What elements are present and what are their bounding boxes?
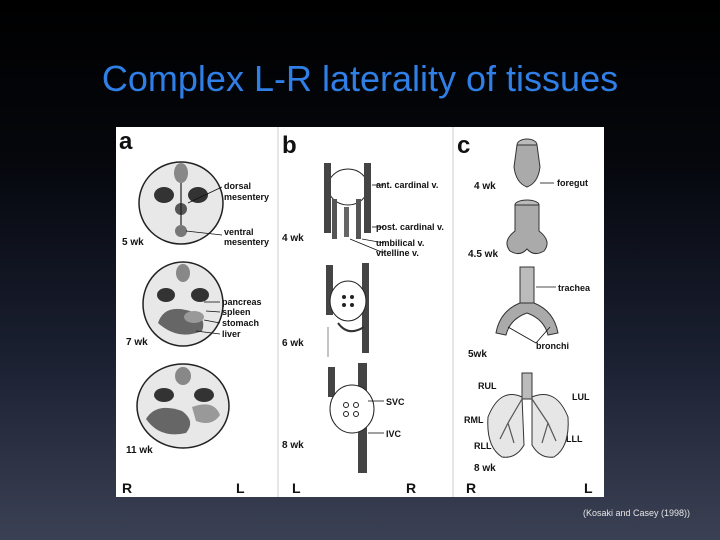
figure-svg: a dorsal mesentery ventral mesentery 5 w… <box>119 127 593 497</box>
label-dorsal: dorsal <box>224 181 251 191</box>
slide-title: Complex L-R laterality of tissues <box>101 58 619 99</box>
label-stomach: stomach <box>222 318 259 328</box>
label-post-cardinal: post. cardinal v. <box>376 222 444 232</box>
panel-a-letter: a <box>119 128 133 155</box>
label-rml: RML <box>464 415 484 425</box>
panel-a-section-7wk <box>142 261 224 347</box>
label-spleen: spleen <box>222 307 251 317</box>
label-bronchi: bronchi <box>536 341 569 351</box>
week-b-6: 6 wk <box>282 338 304 349</box>
week-b-4: 4 wk <box>282 233 304 244</box>
label-svc: SVC <box>386 397 405 407</box>
panel-b-R: R <box>406 480 416 496</box>
week-c-5: 5wk <box>468 349 487 360</box>
panel-c-letter: c <box>457 132 470 159</box>
label-foregut: foregut <box>557 178 588 188</box>
laterality-figure: a dorsal mesentery ventral mesentery 5 w… <box>116 127 604 497</box>
panel-a-R: R <box>122 480 132 496</box>
panel-b-letter: b <box>282 132 297 159</box>
label-lll: LLL <box>566 434 583 444</box>
label-rll: RLL <box>474 441 492 451</box>
week-a-11: 11 wk <box>126 445 153 456</box>
label-liver: liver <box>222 329 241 339</box>
week-b-8: 8 wk <box>282 440 304 451</box>
panel-b-veins-8wk <box>328 363 384 473</box>
label-umbilical: umbilical v. <box>376 238 424 248</box>
label-ivc: IVC <box>386 429 402 439</box>
panel-c-trachea-5wk <box>495 266 559 344</box>
label-ant-cardinal: ant. cardinal v. <box>376 180 438 190</box>
panel-c-bud-4-5wk <box>506 199 548 255</box>
week-c-4-5: 4.5 wk <box>468 249 498 260</box>
week-a-5: 5 wk <box>122 237 144 248</box>
label-mesentery: mesentery <box>224 192 269 202</box>
label-ventral: ventral <box>224 227 254 237</box>
panel-c-foregut-4wk <box>513 138 554 188</box>
label-vitelline: vitelline v. <box>376 248 419 258</box>
panel-a-L: L <box>236 480 245 496</box>
citation: (Kosaki and Casey (1998)) <box>583 508 691 518</box>
label-trachea: trachea <box>558 283 591 293</box>
label-lul: LUL <box>572 392 590 402</box>
panel-b-L: L <box>292 480 301 496</box>
panel-b-veins-4wk <box>324 163 385 254</box>
panel-a-section-11wk <box>136 363 230 449</box>
label-mesentery-2: mesentery <box>224 237 269 247</box>
week-c-8: 8 wk <box>474 463 496 474</box>
panel-a-section-5wk <box>138 161 224 245</box>
panel-c-L: L <box>584 480 593 496</box>
panel-c-R: R <box>466 480 476 496</box>
panel-c-lungs-8wk <box>487 372 569 458</box>
label-pancreas: pancreas <box>222 297 262 307</box>
panel-b-veins-6wk <box>326 263 369 357</box>
week-a-7: 7 wk <box>126 337 148 348</box>
week-c-4: 4 wk <box>474 181 496 192</box>
label-rul: RUL <box>478 381 497 391</box>
